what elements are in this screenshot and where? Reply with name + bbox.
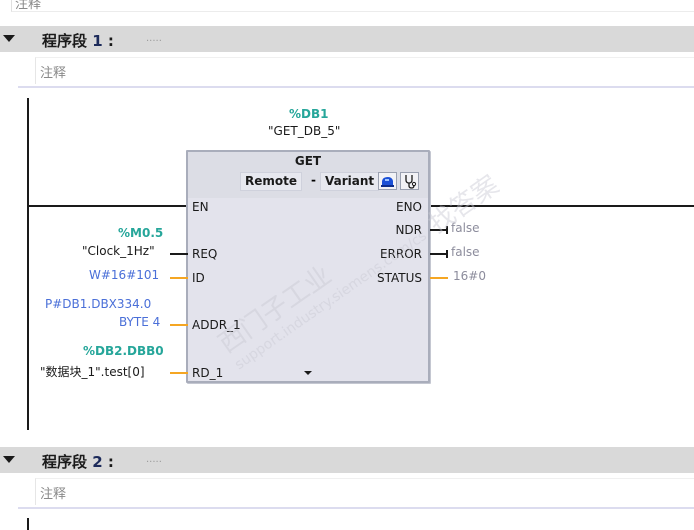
diagnostics-stethoscope-icon — [405, 175, 417, 189]
status-wire[interactable] — [430, 277, 448, 279]
network-separator — [18, 507, 694, 509]
left-power-rail — [27, 98, 29, 430]
comment-text: 注释 — [15, 0, 42, 12]
pin-rd-1: RD_1 — [192, 366, 224, 380]
pin-req: REQ — [192, 247, 218, 261]
network-1-title: 程序段 1 : — [42, 30, 114, 51]
rd-1-operand[interactable]: "数据块_1".test[0] — [40, 365, 145, 379]
left-power-rail-network-2 — [27, 518, 29, 530]
pin-id: ID — [192, 271, 205, 285]
ndr-wire[interactable] — [430, 229, 448, 231]
id-operand[interactable]: W#16#101 — [89, 268, 160, 282]
pin-addr-1: ADDR_1 — [192, 318, 241, 332]
error-open-end — [446, 250, 448, 258]
ndr-value: false — [451, 221, 480, 235]
variant-remote-box[interactable]: Remote — [240, 172, 303, 191]
network-label: 程序段 — [42, 32, 88, 50]
req-operand[interactable]: "Clock_1Hz" — [82, 244, 155, 258]
network-2-title: 程序段 2 : — [42, 451, 114, 472]
block-type-name: GET — [294, 154, 322, 168]
instance-db-name[interactable]: "GET_DB_5" — [268, 124, 341, 138]
diagnostics-button[interactable] — [400, 172, 419, 190]
addr-1-operand-line1[interactable]: P#DB1.DBX334.0 — [45, 297, 152, 311]
variant-separator: - — [311, 173, 316, 187]
pin-en: EN — [192, 200, 209, 214]
network-1-header[interactable]: 程序段 1 : ..... — [0, 26, 694, 52]
instance-db-address: %DB1 — [289, 107, 329, 121]
pin-eno: ENO — [395, 200, 422, 214]
en-wire[interactable] — [27, 205, 188, 207]
network-colon: : — [107, 32, 114, 50]
expand-pins-icon[interactable] — [304, 371, 312, 375]
error-value: false — [451, 245, 480, 259]
network-2-comment-field[interactable]: 注释 — [35, 478, 694, 505]
comment-text: 注释 — [40, 66, 67, 81]
addr-1-wire[interactable] — [170, 324, 188, 326]
network-title-field[interactable]: ..... — [146, 33, 162, 44]
network-1-comment-field[interactable]: 注释 — [35, 57, 694, 84]
status-value: 16#0 — [453, 269, 486, 283]
network-label: 程序段 — [42, 453, 88, 471]
network-separator — [18, 86, 694, 88]
ndr-open-end — [446, 226, 448, 234]
eno-wire[interactable] — [430, 205, 694, 207]
rd-1-wire[interactable] — [170, 372, 188, 374]
error-wire[interactable] — [430, 253, 448, 255]
rd-1-address: %DB2.DBB0 — [83, 344, 164, 358]
collapse-triangle-icon[interactable] — [3, 35, 15, 42]
pin-error: ERROR — [379, 247, 422, 261]
connection-config-icon — [381, 177, 394, 187]
pin-ndr: NDR — [395, 223, 422, 237]
previous-network-comment[interactable]: 注释 — [11, 0, 694, 12]
req-wire[interactable] — [170, 253, 188, 255]
req-address: %M0.5 — [118, 226, 164, 240]
network-title-field[interactable]: ..... — [146, 454, 162, 465]
get-instruction-block[interactable]: GET Remote - Variant EN REQ ID ADDR_1 RD… — [186, 150, 430, 383]
variant-variant-box[interactable]: Variant — [320, 172, 380, 191]
pin-status: STATUS — [376, 271, 422, 285]
network-colon: : — [107, 453, 114, 471]
collapse-triangle-icon[interactable] — [3, 456, 15, 463]
comment-text: 注释 — [40, 487, 67, 502]
network-number: 2 — [92, 453, 103, 471]
connection-config-button[interactable] — [378, 172, 397, 190]
network-number: 1 — [92, 32, 103, 50]
id-wire[interactable] — [170, 277, 188, 279]
addr-1-operand-line2[interactable]: BYTE 4 — [119, 315, 161, 329]
network-2-header[interactable]: 程序段 2 : ..... — [0, 447, 694, 473]
